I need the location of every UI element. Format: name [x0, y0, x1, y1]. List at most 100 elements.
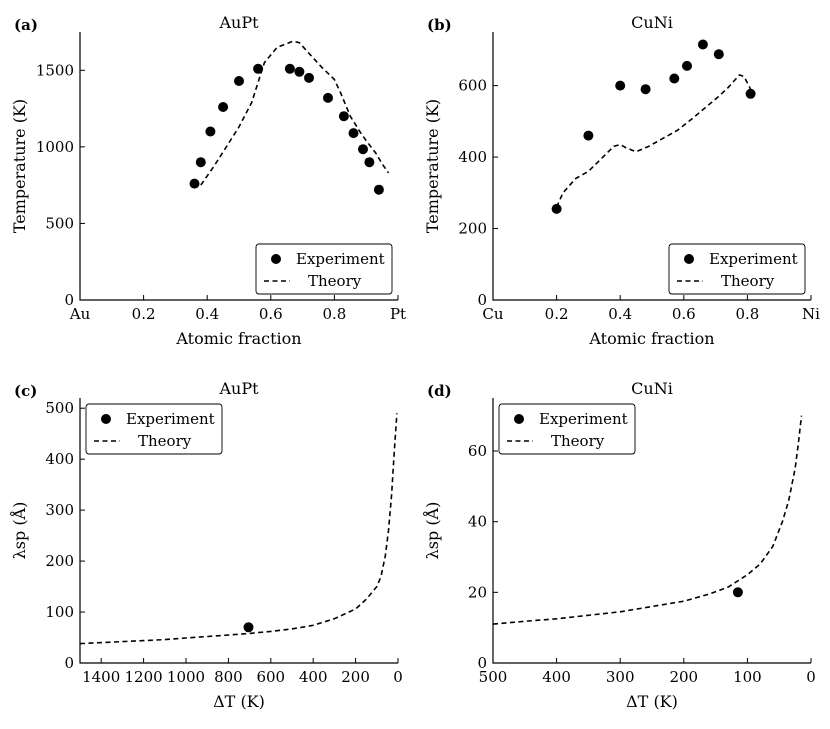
- y-tick-label: 0: [64, 654, 74, 672]
- experiment-point: [195, 157, 206, 168]
- theory-line: [555, 73, 752, 208]
- experiment-point: [364, 157, 375, 168]
- y-tick-label: 200: [458, 220, 487, 238]
- chart-panel: 500 400 300 200 100 0 0 20 40 60 (d) CuNi ΔT (K) λsp …: [422, 379, 816, 711]
- y-tick-label: 0: [64, 291, 74, 309]
- panel-label: (b): [427, 16, 452, 34]
- panel-label: (c): [14, 382, 37, 400]
- legend-label-experiment: Experiment: [709, 250, 798, 268]
- y-tick-label: 60: [468, 442, 487, 460]
- experiment-point: [669, 73, 680, 84]
- y-tick-label: 0: [477, 291, 487, 309]
- y-tick-label: 100: [45, 603, 74, 621]
- chart-panel: Au 0.2 0.4 0.6 0.8 Pt 0 500 1000 1500 (a) AuPtAtomi…: [10, 13, 406, 348]
- legend-label-theory: Theory: [308, 272, 362, 290]
- y-tick-label: 40: [468, 513, 487, 531]
- y-tick-label: 600: [458, 77, 487, 95]
- theory-line: [79, 413, 398, 645]
- experiment-point: [253, 63, 264, 74]
- experiment-point: [234, 76, 244, 86]
- x-axis-label: Atomic fraction: [175, 329, 301, 348]
- experiment-point: [218, 102, 229, 112]
- y-tick-label: 0: [477, 654, 487, 672]
- x-tick-label: Ni: [802, 305, 820, 323]
- experiment-point: [373, 184, 384, 195]
- experiment-point: [294, 66, 305, 77]
- x-tick-label: 500: [479, 668, 508, 686]
- x-tick-label: Au: [69, 305, 91, 323]
- panel-label: (a): [14, 16, 38, 34]
- y-tick-label: 1500: [36, 61, 74, 79]
- x-tick-label: 100: [733, 668, 762, 686]
- x-tick-label: 0: [806, 668, 816, 686]
- experiment-point: [682, 60, 692, 71]
- y-tick-label: 500: [45, 214, 74, 232]
- y-tick-label: 300: [45, 501, 74, 519]
- experiment-point: [640, 84, 651, 95]
- x-tick-label: 0: [393, 668, 403, 686]
- x-tick-label: 200: [341, 668, 370, 686]
- y-tick-label: 200: [45, 552, 74, 570]
- x-tick-label: 400: [299, 668, 328, 686]
- x-tick-label: 0.4: [195, 305, 219, 323]
- legend-label-theory: Theory: [721, 272, 775, 290]
- x-tick-label: 400: [542, 668, 571, 686]
- experiment-point: [205, 126, 216, 137]
- y-tick-label: 1000: [36, 138, 74, 156]
- chart-title: AuPt: [218, 13, 259, 32]
- chart-title: CuNi: [631, 379, 673, 398]
- experiment-point: [189, 178, 200, 189]
- legend-label-experiment: Experiment: [296, 250, 385, 268]
- legend-label-theory: Theory: [138, 432, 192, 450]
- x-tick-label: 300: [606, 668, 635, 686]
- x-tick-label: 0.8: [322, 305, 346, 323]
- x-tick-label: 0.6: [259, 305, 283, 323]
- x-tick-label: 0.4: [608, 305, 632, 323]
- x-axis-label: Atomic fraction: [588, 329, 714, 348]
- legend-label-theory: Theory: [551, 432, 605, 450]
- experiment-point: [304, 72, 314, 83]
- chart-title: AuPt: [218, 379, 259, 398]
- experiment-point: [732, 587, 743, 598]
- chart-title: CuNi: [631, 13, 673, 32]
- x-tick-label: 0.2: [132, 305, 156, 323]
- experiment-point: [338, 111, 349, 122]
- x-tick-label: 600: [256, 668, 285, 686]
- experiment-point: [551, 203, 562, 214]
- x-tick-label: 800: [214, 668, 243, 686]
- experiment-point: [358, 144, 368, 155]
- x-tick-label: Pt: [390, 305, 406, 323]
- x-tick-label: 0.8: [735, 305, 759, 323]
- experiment-point: [323, 92, 333, 103]
- x-tick-label: 200: [669, 668, 698, 686]
- theory-line: [200, 40, 390, 186]
- experiment-point: [583, 130, 594, 141]
- y-tick-label: 400: [45, 450, 74, 468]
- panel-label: (d): [427, 382, 452, 400]
- theory-line: [492, 415, 803, 625]
- y-tick-label: 20: [468, 583, 487, 601]
- x-tick-label: 1200: [125, 668, 163, 686]
- experiment-point: [615, 80, 626, 91]
- y-axis-label: Temperature (K): [10, 99, 29, 233]
- legend-marker-experiment: [271, 254, 281, 264]
- legend-marker-experiment: [514, 414, 524, 424]
- x-tick-label: 1000: [167, 668, 205, 686]
- experiment-point: [745, 88, 756, 99]
- experiment-point: [348, 128, 359, 139]
- x-axis-label: ΔT (K): [626, 692, 678, 711]
- y-axis-label: Temperature (K): [423, 99, 442, 233]
- y-axis-label: λsp (Å): [422, 502, 442, 560]
- x-tick-label: 1400: [82, 668, 120, 686]
- x-tick-label: 0.6: [672, 305, 696, 323]
- legend-label-experiment: Experiment: [126, 410, 215, 428]
- experiment-point: [713, 49, 724, 60]
- experiment-point: [697, 39, 708, 50]
